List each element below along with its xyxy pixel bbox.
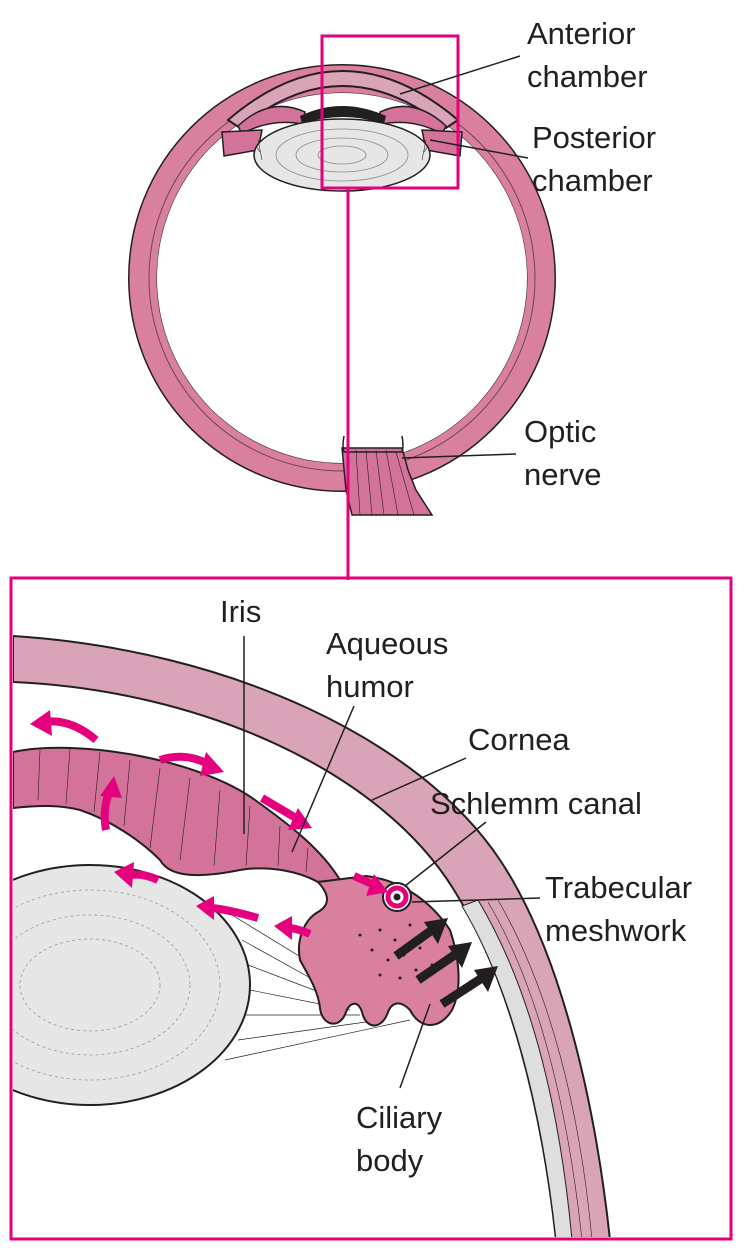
detail-ciliary-body [298, 874, 460, 1027]
label-posterior-chamber-line1: Posterior [532, 120, 657, 155]
magenta-flow-arrow-head [100, 776, 122, 798]
label-trabecular-meshwork-line2: meshwork [545, 913, 687, 948]
label-optic-nerve: Optic nerve [524, 410, 602, 496]
label-anterior-chamber-line1: Anterior [527, 16, 636, 51]
magenta-flow-arrow-head [366, 874, 388, 896]
eyeball-cavity [157, 93, 527, 463]
label-cornea: Cornea [468, 718, 570, 761]
magenta-flow-arrow-head [274, 916, 292, 940]
magenta-flow-arrow [211, 904, 260, 922]
label-schlemm-canal-line1: Schlemm canal [430, 786, 642, 821]
magenta-flow-arrow-head [30, 710, 52, 736]
detail-iris [13, 746, 342, 884]
schlemm-canal-ring-inner [385, 885, 409, 909]
magenta-flow-arrow [43, 717, 99, 744]
leader-cornea [371, 757, 467, 801]
label-optic-nerve-line2: nerve [524, 457, 602, 492]
label-trabecular-meshwork: Trabecular meshwork [545, 866, 692, 952]
label-posterior-chamber: Posterior chamber [532, 116, 656, 202]
detail-artwork [13, 634, 611, 1237]
lens-ring [317, 145, 367, 165]
label-schlemm-canal: Schlemm canal [430, 782, 642, 825]
detail-panel-frame [9, 576, 733, 1241]
schlemm-canal-dot [393, 893, 401, 901]
zoom-region-box [320, 34, 460, 190]
detail-leader-lines [243, 636, 541, 1089]
iris-fibers [37, 747, 309, 873]
label-posterior-chamber-line2: chamber [532, 163, 653, 198]
label-ciliary-body-line2: body [356, 1143, 424, 1178]
detail-sclera-band [461, 899, 573, 1237]
label-trabecular-meshwork-line1: Trabecular [545, 870, 693, 905]
magenta-flow-arrow [259, 794, 299, 822]
lens-ring [275, 128, 409, 182]
leader-posterior-chamber [429, 139, 529, 159]
black-outflow-arrow [474, 966, 498, 992]
leader-aqueous-humor [291, 705, 355, 853]
overview-iris-right [379, 105, 447, 136]
aqueous-flow-arrows [30, 710, 388, 940]
optic-disc [342, 435, 404, 453]
magenta-flow-arrow-head [114, 862, 134, 888]
magenta-flow-arrow-head [200, 752, 224, 776]
magenta-flow-arrow-head [288, 808, 312, 830]
label-ciliary-body: Ciliary body [356, 1096, 442, 1182]
lens-ring [13, 914, 191, 1056]
overview-eye [128, 64, 556, 516]
magenta-flow-arrow [352, 872, 374, 888]
lens-ring [19, 938, 161, 1032]
black-outflow-arrow [448, 942, 472, 968]
overview-zonules [255, 139, 429, 161]
overview-lens [253, 118, 431, 192]
lens-ring [13, 889, 221, 1081]
black-outflow-arrow [424, 918, 448, 944]
overview-cornea [226, 70, 460, 130]
optic-nerve-fibers [355, 449, 415, 516]
leader-anterior-chamber [399, 55, 521, 95]
label-aqueous-humor-line2: humor [326, 669, 414, 704]
outflow-arrows [393, 918, 498, 1008]
label-optic-nerve-line1: Optic [524, 414, 597, 449]
lens-ring [295, 137, 389, 173]
leader-optic-nerve [401, 453, 517, 459]
sclera-line [487, 901, 582, 1237]
label-aqueous-humor: Aqueous humor [326, 622, 448, 708]
leader-schlemm-canal [404, 821, 487, 887]
leader-trabecular-meshwork [411, 897, 541, 903]
label-anterior-chamber-line2: chamber [527, 59, 648, 94]
magenta-flow-arrow-head [196, 896, 214, 920]
label-iris-line1: Iris [220, 594, 262, 629]
label-ciliary-body-line1: Ciliary [356, 1100, 443, 1135]
leader-ciliary-body [399, 1003, 431, 1089]
label-aqueous-humor-line1: Aqueous [326, 626, 449, 661]
label-iris: Iris [220, 590, 261, 633]
label-cornea-line1: Cornea [468, 722, 570, 757]
label-anterior-chamber: Anterior chamber [527, 12, 648, 98]
sclera-line [497, 899, 593, 1237]
